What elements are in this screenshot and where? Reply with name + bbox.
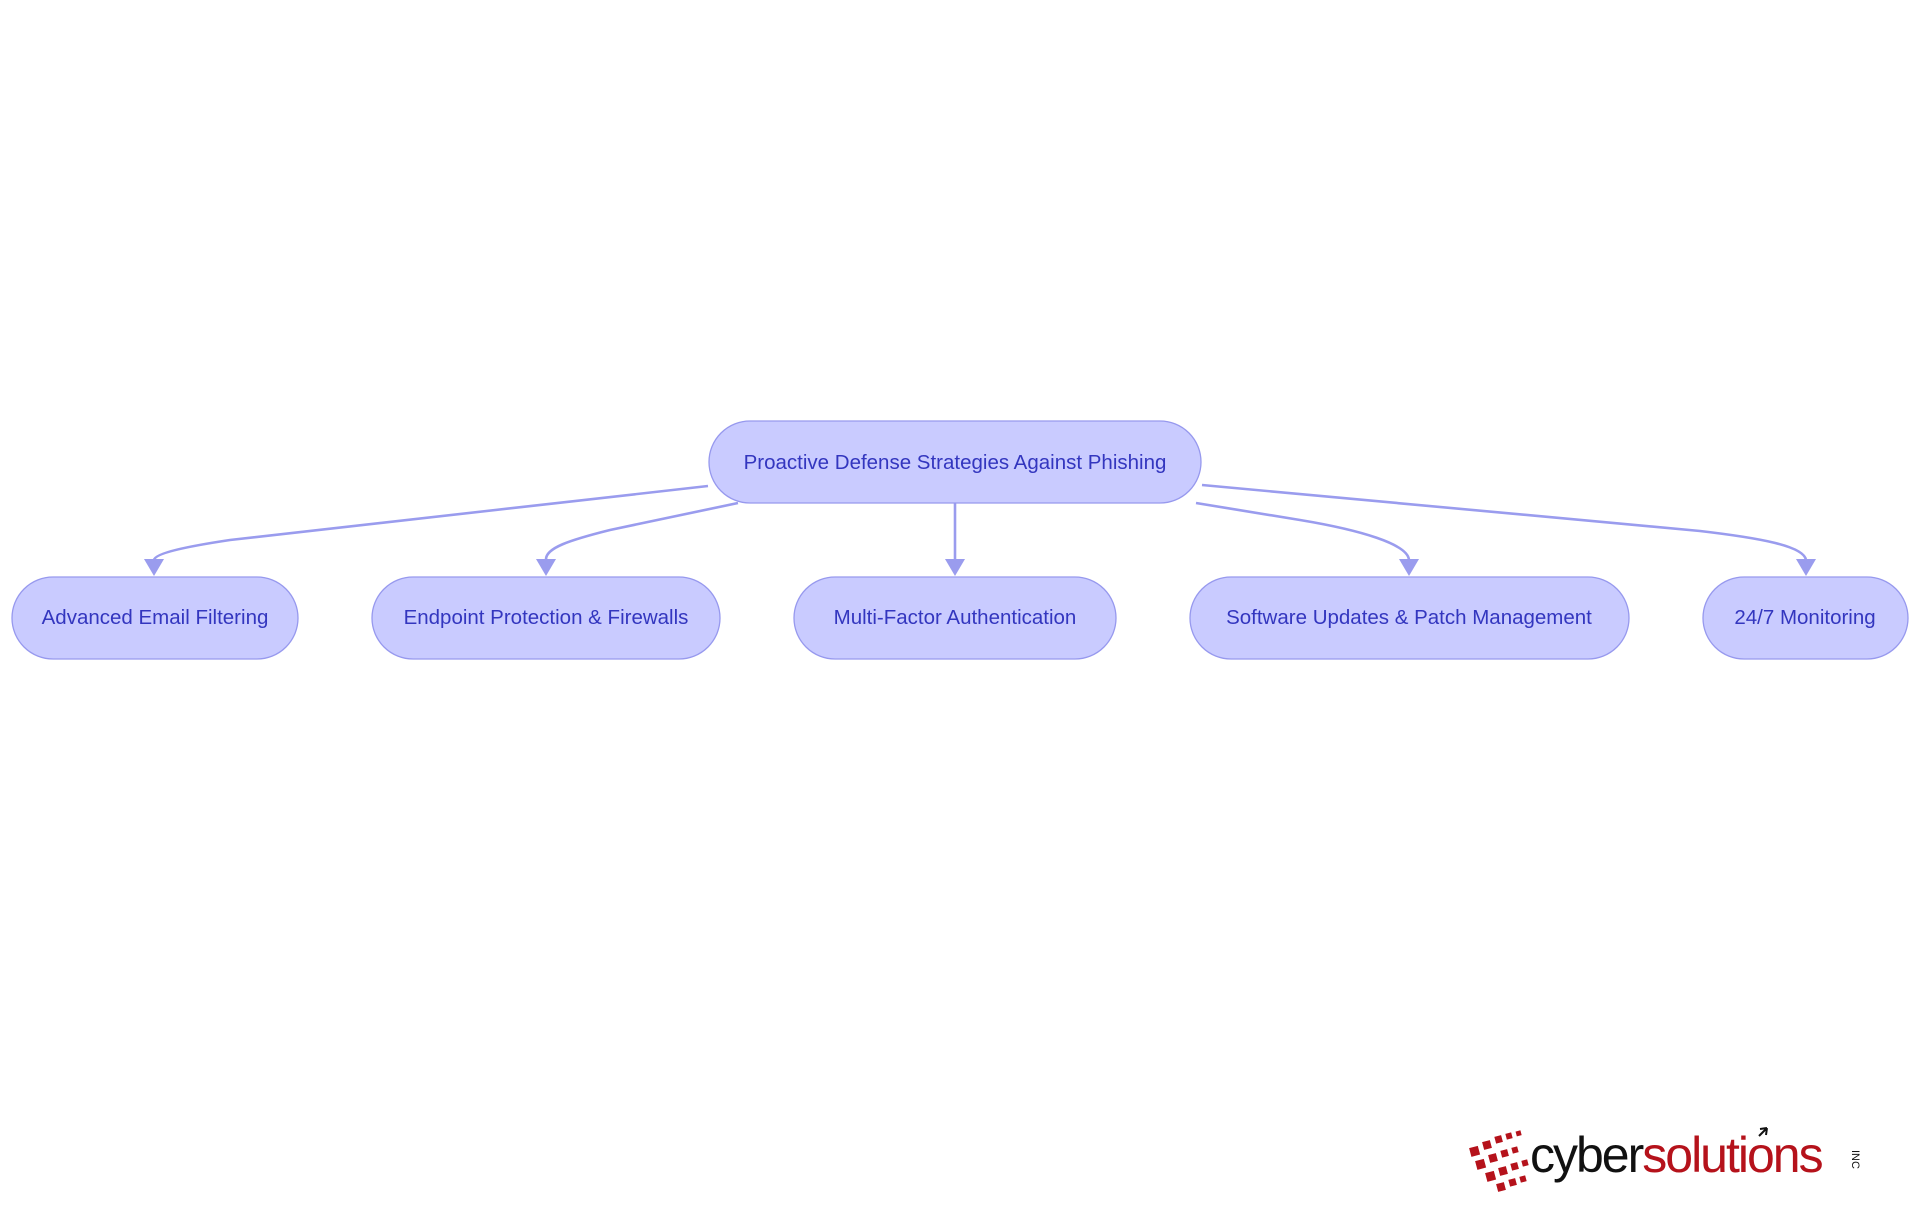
arrowhead-endpoint-protection [536, 559, 556, 576]
root-node[interactable]: Proactive Defense Strategies Against Phi… [708, 420, 1202, 504]
edge-root-to-monitoring [1201, 483, 1808, 561]
cybersolutions-logo: cybersolutions INC [1469, 1127, 1861, 1192]
logo-suffix-inc: INC [1849, 1150, 1861, 1169]
child-node-email-filtering[interactable]: Advanced Email Filtering [11, 576, 299, 660]
child-node-endpoint-protection[interactable]: Endpoint Protection & Firewalls [371, 576, 721, 660]
child-node-label: Software Updates & Patch Management [1226, 606, 1592, 629]
child-node-label: Multi-Factor Authentication [834, 606, 1077, 629]
child-node-label: 24/7 Monitoring [1734, 606, 1875, 629]
root-node-label: Proactive Defense Strategies Against Phi… [744, 451, 1167, 474]
edge-root-to-endpoint-protection [544, 501, 739, 561]
arrowhead-monitoring [1796, 559, 1816, 576]
child-node-mfa[interactable]: Multi-Factor Authentication [793, 576, 1117, 660]
edge-root-to-software-updates [1195, 501, 1411, 561]
arrowhead-mfa [945, 559, 965, 576]
arrowhead-email-filtering [144, 559, 164, 576]
child-node-label: Endpoint Protection & Firewalls [404, 606, 689, 629]
child-node-software-updates[interactable]: Software Updates & Patch Management [1189, 576, 1630, 660]
child-node-label: Advanced Email Filtering [42, 606, 269, 629]
arrowhead-software-updates [1399, 559, 1419, 576]
logo-text-cyber: cyber [1530, 1127, 1644, 1183]
logo-pixel-mark-icon [1469, 1130, 1529, 1192]
edges [144, 483, 1816, 576]
logo-text-solutions: solutions [1642, 1127, 1822, 1183]
edge-root-to-email-filtering [152, 484, 709, 561]
child-node-monitoring[interactable]: 24/7 Monitoring [1702, 576, 1909, 660]
svg-text:cybersolutions: cybersolutions [1530, 1127, 1823, 1183]
logo-cursor-icon [1758, 1127, 1768, 1137]
